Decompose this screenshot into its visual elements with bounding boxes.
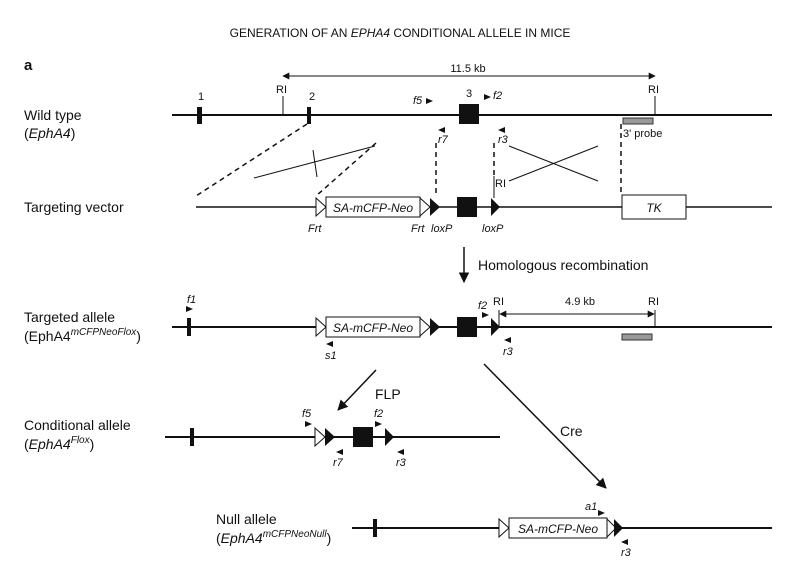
exon-1-conditional — [190, 428, 194, 446]
primer-r7-label: r7 — [438, 134, 449, 146]
primer-f2-conditional-label: f2 — [374, 408, 383, 420]
conditional-allele-label: Conditional allele — [24, 417, 131, 433]
loxp-site-null — [614, 519, 623, 537]
primer-s1-arrow — [326, 341, 333, 347]
primer-f5-conditional-arrow — [305, 421, 312, 427]
primer-f2-arrow — [484, 94, 491, 100]
probe-label: 3' probe — [623, 128, 662, 140]
crossover-marks — [253, 145, 599, 182]
frt-site-null-2 — [606, 517, 617, 539]
primer-r7-conditional-label: r7 — [333, 457, 344, 469]
primer-f2-conditional-arrow — [375, 421, 382, 427]
loxp-site-conditional-1 — [325, 428, 335, 446]
distance-label-11-5kb: 11.5 kb — [450, 63, 485, 75]
exon-1-label: 1 — [198, 91, 204, 103]
tk-label: TK — [646, 201, 662, 215]
frt-site-conditional — [314, 426, 326, 448]
primer-r3-conditional-arrow — [397, 449, 404, 455]
ri-vector-label: RI — [495, 178, 506, 190]
ri-left-label: RI — [276, 84, 287, 96]
probe-targeted — [621, 333, 653, 341]
tk-box — [621, 194, 687, 220]
primer-r3-label: r3 — [498, 134, 509, 146]
ri-right-label: RI — [648, 84, 659, 96]
exon-3-conditional — [353, 427, 373, 447]
cassette-label-vector: SA-mCFP-Neo — [333, 201, 413, 215]
homology-lines — [195, 123, 622, 197]
primer-f1-label: f1 — [187, 294, 196, 306]
ri-targeted-label-2: RI — [648, 296, 659, 308]
primer-f2-label: f2 — [493, 90, 502, 102]
primer-s1-label: s1 — [325, 350, 337, 362]
primer-r3-null-arrow — [621, 539, 628, 545]
exon-1-targeted — [187, 318, 191, 336]
primer-f5-conditional-label: f5 — [302, 408, 312, 420]
primer-f1-arrow — [186, 306, 193, 312]
primer-r3-conditional-label: r3 — [396, 457, 407, 469]
primer-r3-null-label: r3 — [621, 547, 632, 559]
primer-r7-arrow — [438, 127, 445, 133]
exon-1 — [197, 107, 202, 124]
exon-3 — [459, 104, 479, 124]
cre-label: Cre — [560, 423, 583, 439]
exon-1-null — [373, 519, 377, 537]
exon-3-targeted — [457, 317, 477, 337]
null-allele-gene-label: (EphA4mCFPNeoNull) — [216, 529, 331, 546]
primer-r3-targeted-label: r3 — [503, 346, 514, 358]
primer-a1-arrow — [598, 510, 605, 516]
targeted-allele-label: Targeted allele — [24, 309, 115, 325]
cre-arrow — [483, 363, 607, 489]
loxp-site-targeted-1 — [430, 318, 440, 336]
primer-f5-label: f5 — [413, 95, 423, 107]
null-allele-label: Null allele — [216, 511, 277, 527]
cassette-label-null: SA-mCFP-Neo — [518, 522, 598, 536]
primer-a1-label: a1 — [585, 501, 597, 513]
primer-f2-targeted-arrow — [482, 312, 489, 318]
figure-title: GENERATION OF AN EPHA4 CONDITIONAL ALLEL… — [230, 26, 571, 40]
loxp-label-1: loxP — [431, 223, 453, 235]
conditional-allele-gene-label: (EphA4Flox) — [24, 435, 94, 452]
wild-type-gene-label: (EphA4) — [24, 125, 75, 141]
flp-label: FLP — [375, 386, 401, 402]
targeting-vector-label: Targeting vector — [24, 199, 124, 215]
panel-label: a — [24, 57, 33, 74]
recombination-label: Homologous recombination — [478, 257, 648, 273]
distance-label-4-9kb: 4.9 kb — [565, 296, 595, 308]
primer-r3-arrow — [498, 127, 505, 133]
frt-site-targeted-2 — [419, 316, 431, 338]
probe-3prime — [622, 117, 654, 125]
exon-2-label: 2 — [309, 91, 315, 103]
loxp-site-targeted-2 — [491, 318, 500, 336]
frt-site-2 — [419, 196, 431, 218]
loxp-site-1 — [430, 198, 440, 216]
primer-f2-targeted-label: f2 — [478, 300, 487, 312]
primer-f5-arrow — [426, 98, 433, 104]
frt-site-targeted-1 — [315, 316, 327, 338]
primer-r7-conditional-arrow — [336, 449, 343, 455]
exon-2 — [307, 107, 311, 124]
cassette-label-targeted: SA-mCFP-Neo — [333, 321, 413, 335]
targeted-allele-gene-label: (EphA4mCFPNeoFlox) — [24, 327, 141, 344]
frt-label-2: Frt — [411, 223, 425, 235]
loxp-site-2 — [491, 198, 500, 216]
frt-site-null — [498, 517, 510, 539]
loxp-site-conditional-2 — [385, 428, 394, 446]
frt-label-1: Frt — [308, 223, 322, 235]
primer-r3-targeted-arrow — [504, 337, 511, 343]
frt-site-1 — [315, 196, 327, 218]
wild-type-label: Wild type — [24, 107, 82, 123]
flp-arrow — [337, 369, 377, 411]
exon-3-label: 3 — [466, 88, 472, 100]
exon-3-vector — [457, 197, 477, 217]
ri-targeted-label-1: RI — [493, 296, 504, 308]
loxp-label-2: loxP — [482, 223, 504, 235]
